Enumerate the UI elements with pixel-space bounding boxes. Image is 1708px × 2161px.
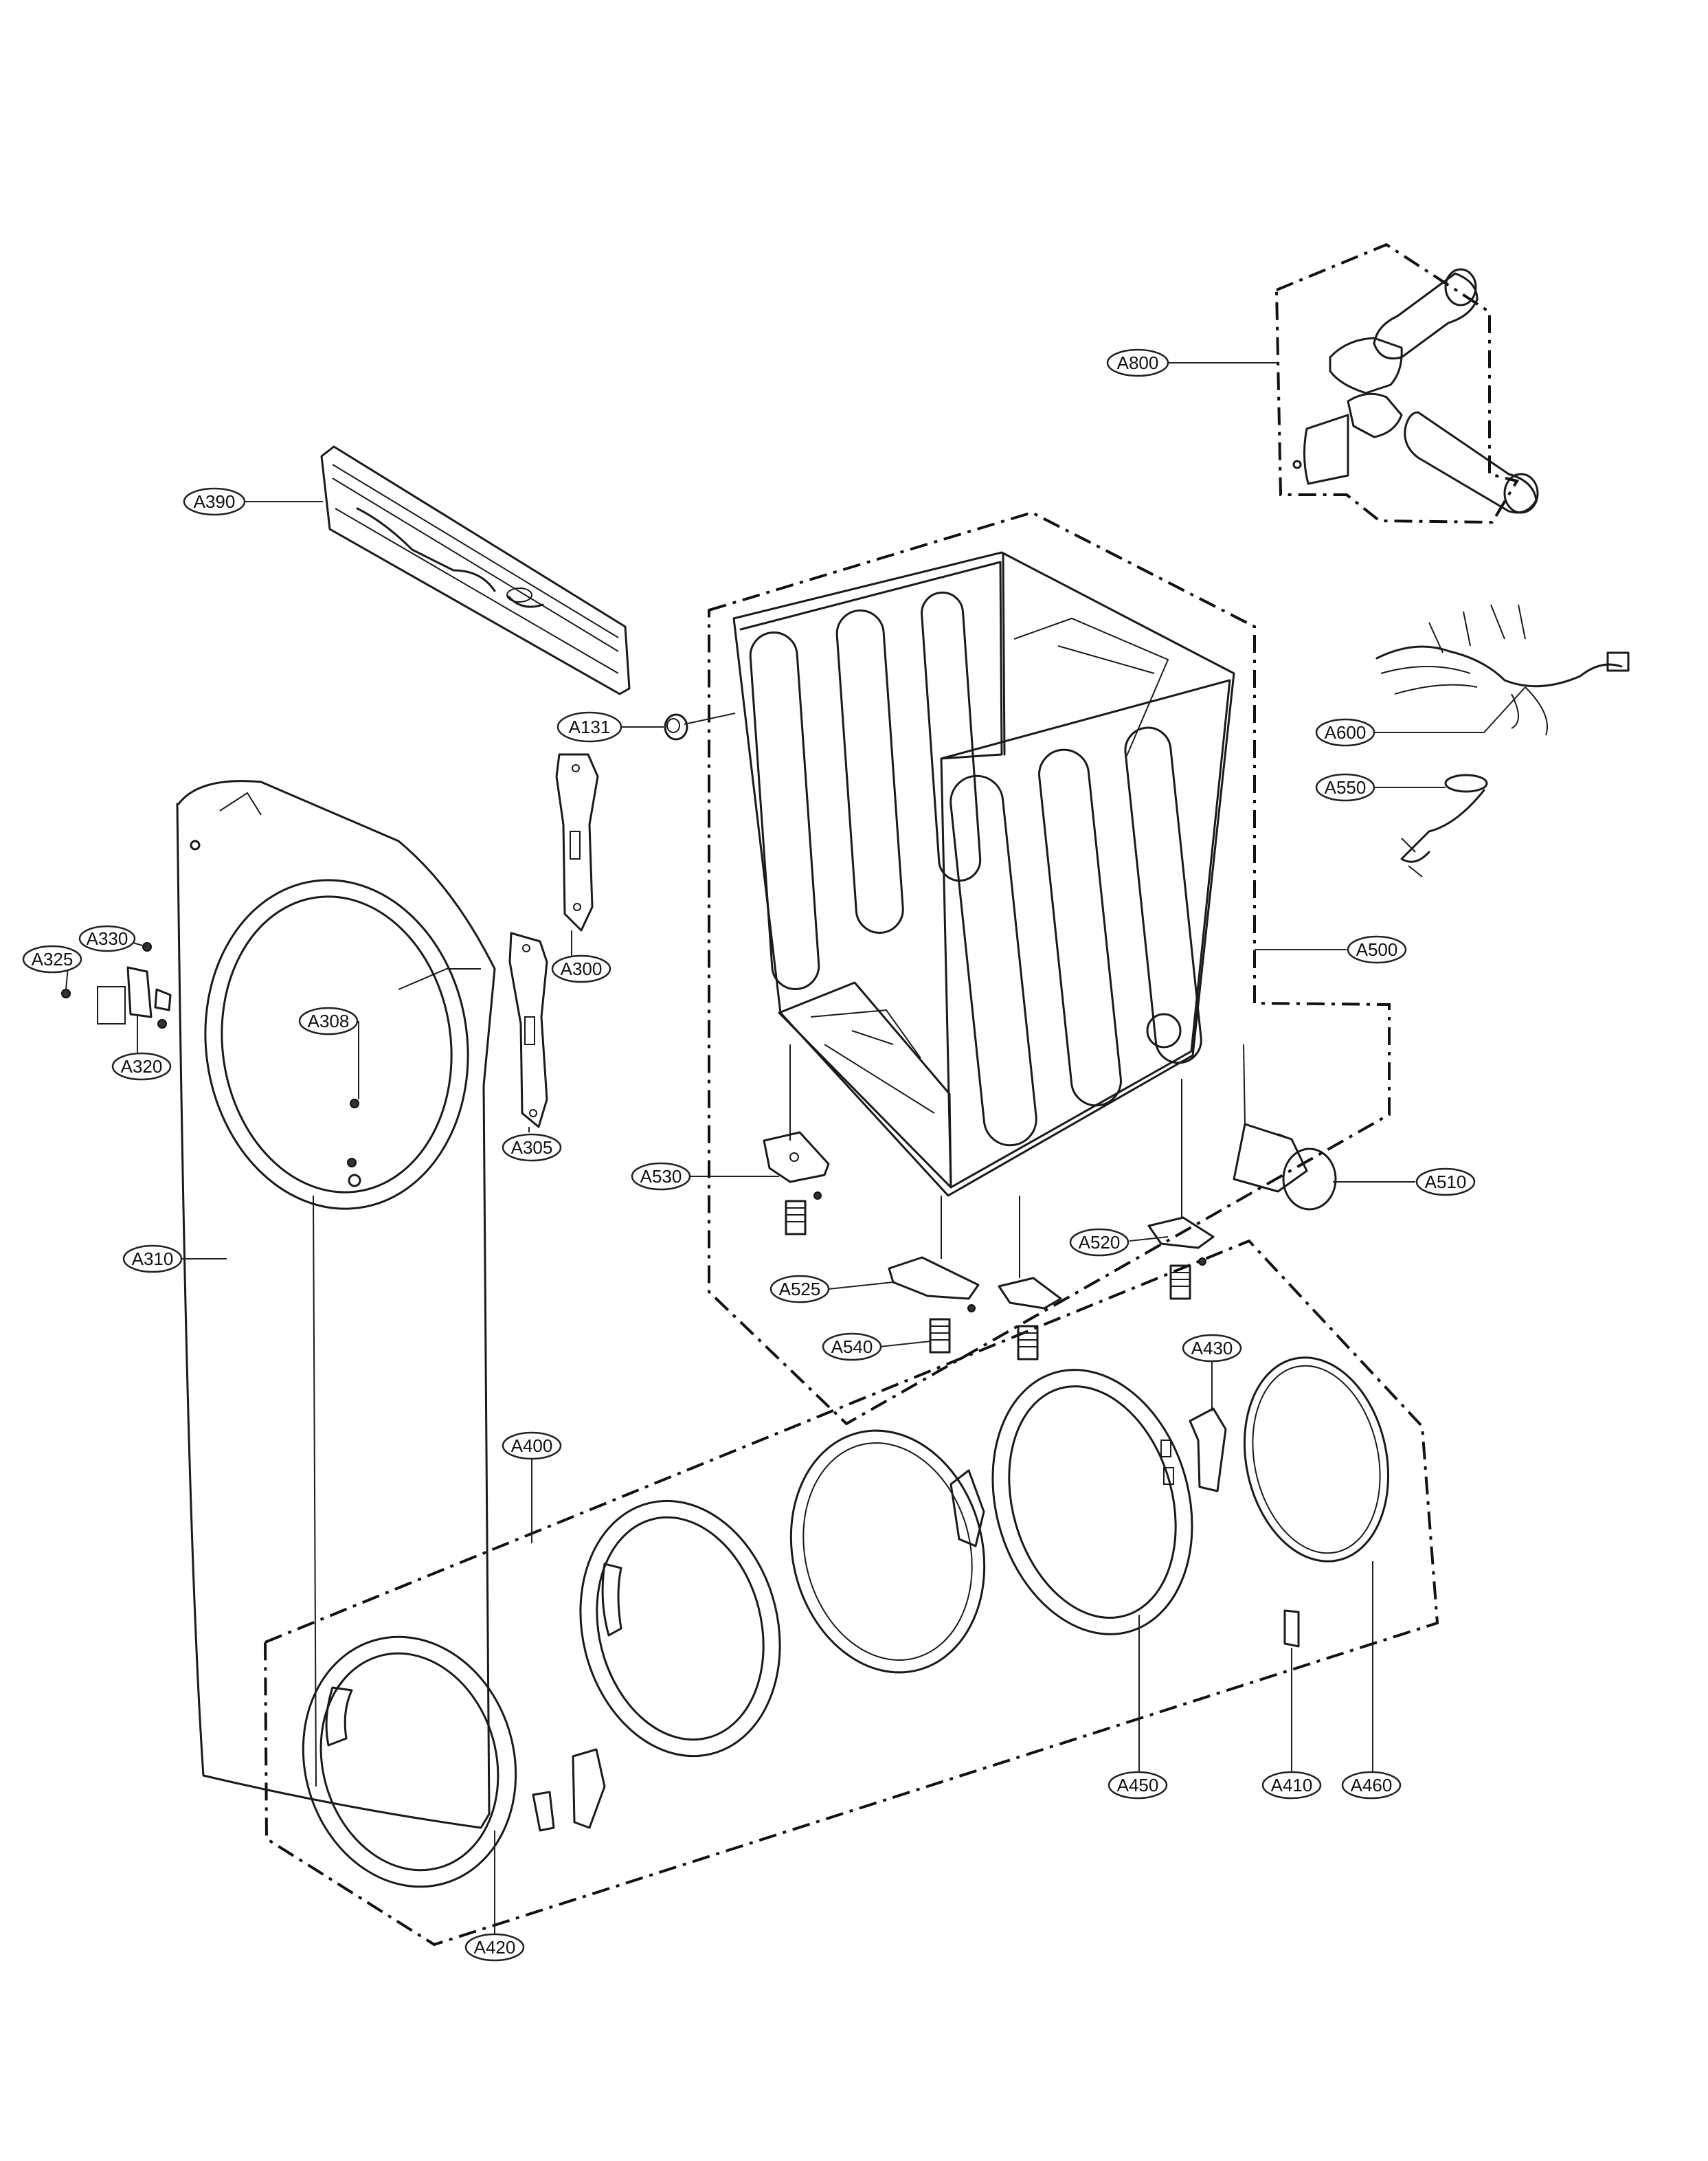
callout-a131: A131 [557, 711, 622, 743]
callout-a410: A410 [1261, 1771, 1322, 1800]
leveling-bracket-a525 [888, 1256, 980, 1300]
callout-a300: A300 [551, 954, 611, 983]
svg-text:A420: A420 [474, 1937, 516, 1958]
group-boundary-a800 [1274, 243, 1520, 524]
latch-a410 [1283, 1609, 1300, 1648]
wire-harness-part [1375, 604, 1630, 736]
callout-a400: A400 [502, 1431, 562, 1460]
group-boundary-a500 [708, 511, 1391, 1426]
gasket-ring-a460 [1243, 1356, 1390, 1563]
latch-part [97, 966, 172, 1024]
svg-text:A131: A131 [569, 717, 611, 737]
svg-text:A305: A305 [511, 1137, 553, 1158]
svg-text:A430: A430 [1191, 1338, 1233, 1358]
exhaust-duct-part [1233, 1044, 1337, 1211]
svg-text:A540: A540 [831, 1336, 873, 1357]
svg-text:A330: A330 [87, 928, 128, 949]
svg-text:A300: A300 [561, 959, 603, 979]
callout-a390: A390 [183, 487, 246, 516]
svg-text:A325: A325 [32, 949, 74, 970]
callout-a510: A510 [1415, 1167, 1476, 1196]
front-panel-part [176, 780, 496, 1829]
callout-a540: A540 [822, 1332, 882, 1361]
screws [61, 942, 1206, 1312]
handle-parts [532, 1748, 606, 1832]
svg-text:A530: A530 [640, 1166, 682, 1187]
hinge-plate-part [555, 753, 599, 932]
svg-text:A390: A390 [194, 491, 236, 512]
callout-a600: A600 [1315, 718, 1375, 747]
leader-lines [65, 362, 1526, 1934]
leveling-bracket-a530 [763, 1131, 830, 1183]
leveling-bracket-a520 [1147, 1216, 1215, 1249]
svg-text:A410: A410 [1271, 1775, 1313, 1795]
svg-text:A400: A400 [511, 1435, 553, 1456]
door-inner-frame-a450 [949, 1369, 1193, 1635]
callout-a320: A320 [111, 1052, 172, 1081]
door-frame-part [579, 1499, 781, 1758]
callout-a460: A460 [1341, 1771, 1402, 1800]
svg-text:A500: A500 [1356, 939, 1398, 960]
svg-text:A450: A450 [1117, 1775, 1159, 1795]
callout-a420: A420 [464, 1933, 525, 1962]
svg-text:A320: A320 [121, 1056, 163, 1077]
callout-a308: A308 [298, 1007, 359, 1035]
svg-text:A800: A800 [1117, 352, 1159, 373]
svg-text:A308: A308 [308, 1011, 350, 1031]
door-glass-part [789, 1429, 986, 1674]
callout-a305: A305 [502, 1133, 562, 1162]
callout-a450: A450 [1108, 1771, 1168, 1800]
door-outer-ring-part [302, 1635, 517, 1888]
group-boundary-a400 [263, 1239, 1439, 1947]
callout-a310: A310 [122, 1244, 183, 1273]
svg-text:A520: A520 [1079, 1232, 1121, 1253]
svg-text:A525: A525 [779, 1279, 821, 1299]
callout-a520: A520 [1069, 1228, 1130, 1257]
leveling-foot-middle [1017, 1325, 1039, 1361]
leveling-foot-front-left [785, 1200, 807, 1235]
top-bracket-part [320, 445, 631, 695]
leveling-bracket-middle [998, 1277, 1062, 1310]
leveling-foot-right [1169, 1264, 1191, 1300]
svg-text:A460: A460 [1351, 1775, 1393, 1795]
hinge-a430 [1160, 1407, 1227, 1492]
callout-a330: A330 [78, 925, 136, 952]
svg-text:A310: A310 [132, 1249, 174, 1269]
callout-a500: A500 [1347, 935, 1407, 964]
leveling-foot-a540 [929, 1318, 951, 1354]
duct-kit-part [1292, 268, 1539, 514]
cabinet-part [732, 551, 1235, 1197]
svg-text:A600: A600 [1325, 722, 1367, 743]
callout-a550: A550 [1315, 773, 1375, 802]
svg-text:A510: A510 [1425, 1172, 1467, 1192]
callout-a525: A525 [769, 1275, 830, 1303]
bumper-part [664, 713, 688, 741]
power-cord-part [1400, 774, 1488, 877]
callout-a530: A530 [631, 1162, 691, 1191]
callout-a325: A325 [22, 945, 82, 974]
callout-a800: A800 [1106, 348, 1169, 377]
svg-text:A550: A550 [1325, 777, 1367, 798]
callout-a430: A430 [1182, 1334, 1242, 1363]
hinge-plate-lower-part [508, 932, 548, 1128]
